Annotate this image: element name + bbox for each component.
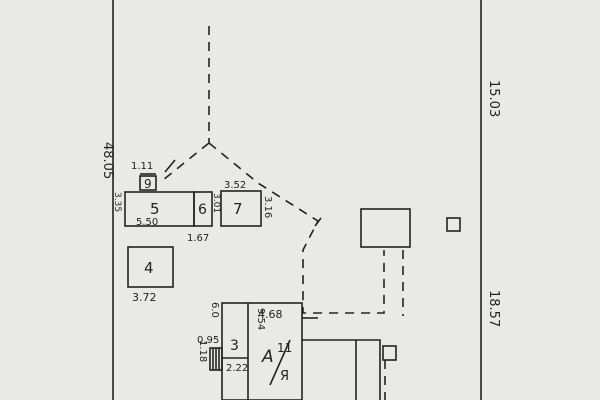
right-boundary-top-length: 15.03 bbox=[486, 80, 501, 117]
building-4-label: 4 bbox=[144, 259, 154, 277]
building-5-length: 5.50 bbox=[136, 217, 158, 228]
house-fraction-bar bbox=[269, 339, 291, 386]
small-box-marker bbox=[382, 345, 397, 361]
building-9-marker bbox=[164, 159, 176, 173]
building-6-label: 6 bbox=[198, 202, 207, 218]
stair-height: 1.18 bbox=[197, 340, 208, 362]
building-3-label: 3 bbox=[230, 338, 239, 354]
building-4 bbox=[127, 246, 174, 288]
path-small-tick bbox=[314, 217, 322, 227]
house-width: 4.68 bbox=[258, 308, 283, 321]
small-square-marker bbox=[446, 217, 461, 232]
building-3-width: 2.22 bbox=[226, 363, 248, 374]
house-side-inner: 9.54 bbox=[255, 308, 266, 330]
building-7-label: 7 bbox=[233, 200, 243, 218]
left-boundary-length: 48.05 bbox=[100, 142, 115, 179]
right-boundary-bottom-length: 18.57 bbox=[486, 290, 501, 327]
building-9-width: 1.11 bbox=[131, 161, 153, 172]
building-9 bbox=[139, 175, 157, 191]
building-4-width: 3.72 bbox=[132, 291, 157, 304]
unlabeled-structure bbox=[360, 208, 411, 248]
path-left-branch bbox=[162, 142, 210, 181]
building-9-label: 9 bbox=[144, 177, 152, 191]
annex-outline bbox=[302, 339, 381, 400]
building-6 bbox=[193, 191, 213, 227]
building-7-top: 3.52 bbox=[224, 180, 246, 191]
house-fraction-denominator: Я bbox=[280, 369, 289, 384]
building-6-bottom: 1.67 bbox=[187, 233, 209, 244]
house-label: А bbox=[261, 347, 274, 367]
building-6-side: 3.01 bbox=[211, 193, 221, 213]
building-7-side: 3.16 bbox=[262, 196, 273, 218]
building-7 bbox=[220, 190, 262, 227]
building-5-side: 3.35 bbox=[112, 192, 122, 212]
building-5-label: 5 bbox=[150, 200, 160, 218]
stair-width: 0.95 bbox=[197, 335, 219, 346]
house-side-left: 6.0 bbox=[209, 302, 220, 318]
path-right-branch bbox=[208, 142, 385, 314]
